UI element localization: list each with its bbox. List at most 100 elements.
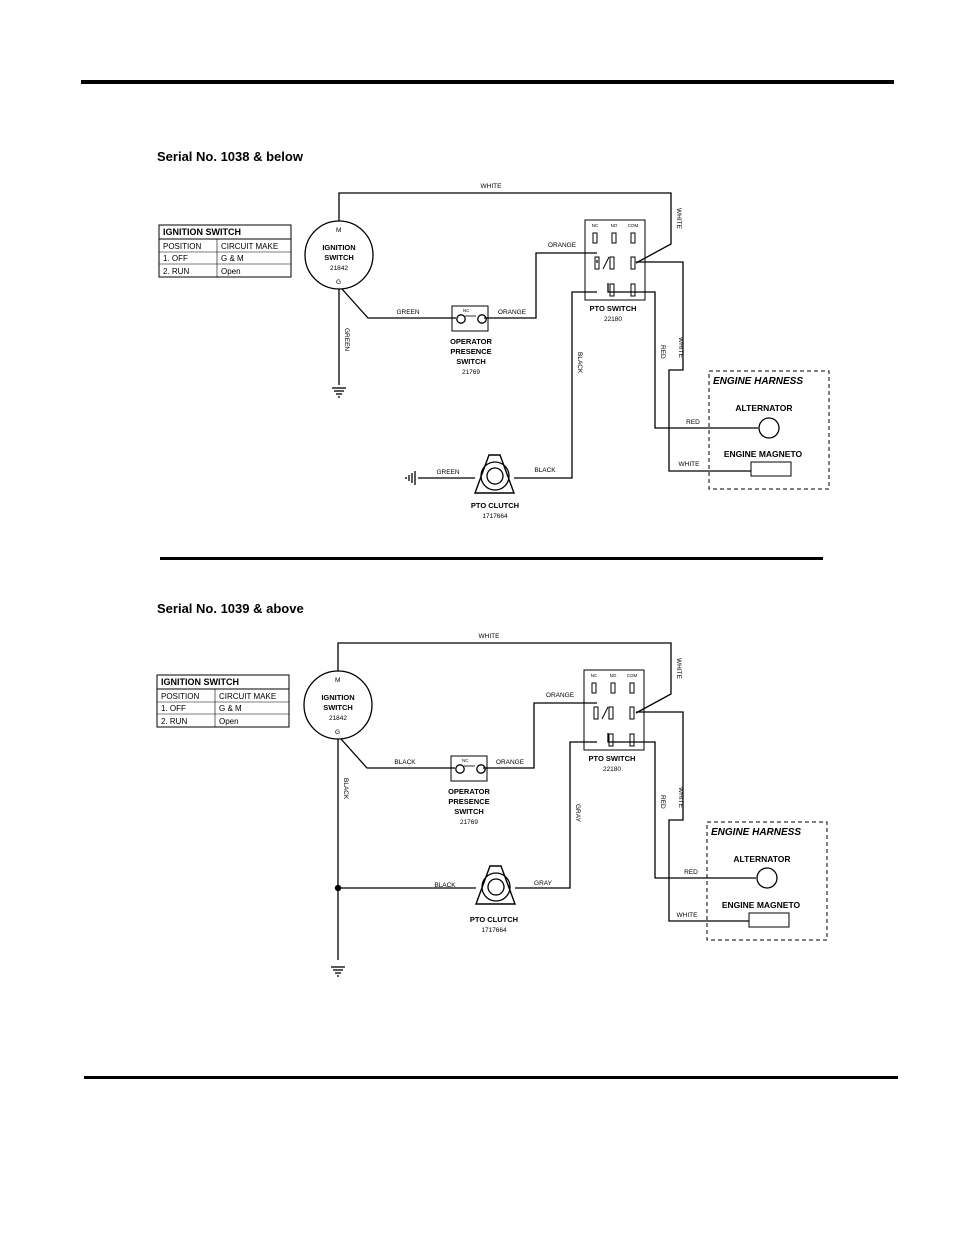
- ign-label-1: IGNITION: [321, 693, 354, 702]
- table-header: IGNITION SWITCH: [161, 677, 239, 687]
- wire-label: BLACK: [576, 352, 583, 374]
- pto-switch-label: PTO SWITCH: [589, 754, 636, 763]
- opr-label-1: OPERATOR: [450, 337, 492, 346]
- ign-term-g: G: [336, 279, 341, 286]
- diagram-title-2: Serial No. 1039 & above: [157, 601, 304, 616]
- bottom-rule: [84, 1076, 898, 1079]
- table-col-circuit: CIRCUIT MAKE: [219, 692, 276, 701]
- ign-part: 21842: [329, 715, 347, 722]
- wire-label: ORANGE: [546, 692, 575, 699]
- wire-label: GREEN: [436, 469, 459, 476]
- pto-no: NO: [611, 223, 618, 228]
- wire-label: WHITE: [675, 208, 682, 230]
- wire-label: ORANGE: [548, 242, 577, 249]
- table-cell: 1. OFF: [163, 254, 188, 263]
- ign-term-g: G: [335, 729, 340, 736]
- clutch-ground-symbol: [405, 471, 416, 485]
- opr-label-3: SWITCH: [456, 357, 486, 366]
- wiring-diagram-2: IGNITION SWITCH POSITION CIRCUIT MAKE 1.…: [156, 633, 828, 977]
- table-cell: G & M: [221, 254, 244, 263]
- wire-label: WHITE: [479, 633, 501, 640]
- ground-symbol: [331, 966, 345, 977]
- opr-nc: NC: [462, 758, 469, 763]
- ign-term-m: M: [336, 227, 341, 234]
- wire-label: RED: [686, 419, 700, 426]
- magneto-label: ENGINE MAGNETO: [724, 449, 803, 459]
- ign-label-2: SWITCH: [324, 253, 354, 262]
- opr-label-3: SWITCH: [454, 807, 484, 816]
- opr-label-2: PRESENCE: [448, 797, 489, 806]
- table-cell: 2. RUN: [161, 717, 187, 726]
- pto-clutch: PTO CLUTCH 1717664: [471, 454, 519, 520]
- pto-com: COM: [628, 223, 639, 228]
- pto-com: COM: [627, 673, 638, 678]
- wire-label: BLACK: [394, 759, 416, 766]
- wire-label: ORANGE: [498, 309, 527, 316]
- wire-label: WHITE: [675, 658, 682, 680]
- wires: [338, 192, 758, 479]
- table-cell: Open: [221, 267, 241, 276]
- wire-label: GRAY: [534, 880, 553, 887]
- pto-switch-label: PTO SWITCH: [590, 304, 637, 313]
- wire-labels: WHITE WHITE GREEN ORANGE ORANGE GREEN BL…: [343, 183, 700, 476]
- engine-harness: ENGINE HARNESS ALTERNATOR ENGINE MAGNETO: [708, 370, 830, 490]
- table-cell: 1. OFF: [161, 704, 186, 713]
- diagram-title-1: Serial No. 1038 & below: [157, 149, 303, 164]
- wire-label: GRAY: [574, 804, 581, 823]
- harness-title: ENGINE HARNESS: [711, 827, 801, 838]
- ign-label-2: SWITCH: [323, 703, 353, 712]
- ign-label-1: IGNITION: [322, 243, 355, 252]
- wire-label: ORANGE: [496, 759, 525, 766]
- clutch-part: 1717664: [482, 513, 508, 520]
- wire-label: WHITE: [679, 461, 701, 468]
- ignition-switch: M IGNITION SWITCH 21842 G: [303, 670, 373, 740]
- pto-nc: NC: [591, 673, 598, 678]
- magneto-label: ENGINE MAGNETO: [722, 900, 801, 910]
- ground-symbol: [332, 387, 346, 398]
- ignition-table: IGNITION SWITCH POSITION CIRCUIT MAKE 1.…: [156, 674, 290, 728]
- wire-label: RED: [659, 795, 666, 809]
- engine-harness: ENGINE HARNESS ALTERNATOR ENGINE MAGNETO: [706, 821, 828, 941]
- wire-label: GREEN: [343, 328, 350, 351]
- pto-nc: NC: [592, 223, 599, 228]
- wire-label: WHITE: [677, 787, 684, 809]
- opr-nc: NC: [463, 308, 470, 313]
- pto-switch: NC NO COM PTO SWITCH 22180: [584, 219, 646, 323]
- ignition-table: IGNITION SWITCH POSITION CIRCUIT MAKE 1.…: [158, 224, 292, 278]
- ignition-switch: M IGNITION SWITCH 21842 G: [304, 220, 374, 290]
- table-header: IGNITION SWITCH: [163, 227, 241, 237]
- table-col-circuit: CIRCUIT MAKE: [221, 242, 278, 251]
- opr-label-2: PRESENCE: [450, 347, 491, 356]
- wires: [334, 642, 756, 960]
- wire-label: RED: [684, 869, 698, 876]
- ign-term-m: M: [335, 677, 340, 684]
- opr-label-1: OPERATOR: [448, 787, 490, 796]
- clutch-label: PTO CLUTCH: [471, 501, 519, 510]
- ign-part: 21842: [330, 265, 348, 272]
- wire-label: BLACK: [342, 778, 349, 800]
- top-rule: [81, 80, 894, 84]
- wire-label: WHITE: [677, 337, 684, 359]
- pto-switch-part: 22180: [604, 316, 622, 323]
- harness-title: ENGINE HARNESS: [713, 376, 803, 387]
- operator-presence-switch: NC OPERATOR PRESENCE SWITCH 21769: [450, 305, 492, 376]
- wire-label: WHITE: [677, 912, 699, 919]
- pto-no: NO: [610, 673, 617, 678]
- pto-switch: NC NO COM PTO SWITCH 22180: [583, 669, 645, 773]
- table-cell: 2. RUN: [163, 267, 189, 276]
- wire-label: BLACK: [434, 882, 456, 889]
- opr-part: 21769: [462, 369, 480, 376]
- wire-labels: WHITE WHITE BLACK ORANGE ORANGE BLACK GR…: [342, 633, 698, 919]
- wiring-diagram-1: IGNITION SWITCH POSITION CIRCUIT MAKE 1.…: [158, 183, 830, 520]
- operator-presence-switch: NC OPERATOR PRESENCE SWITCH 21769: [448, 755, 490, 826]
- wire-label: RED: [659, 345, 666, 359]
- table-cell: Open: [219, 717, 239, 726]
- table-cell: G & M: [219, 704, 242, 713]
- pto-clutch: PTO CLUTCH 1717664: [470, 865, 518, 934]
- table-col-position: POSITION: [163, 242, 201, 251]
- pto-switch-part: 22180: [603, 766, 621, 773]
- wire-label: WHITE: [481, 183, 503, 190]
- alternator-label: ALTERNATOR: [735, 403, 792, 413]
- alternator-label: ALTERNATOR: [733, 854, 790, 864]
